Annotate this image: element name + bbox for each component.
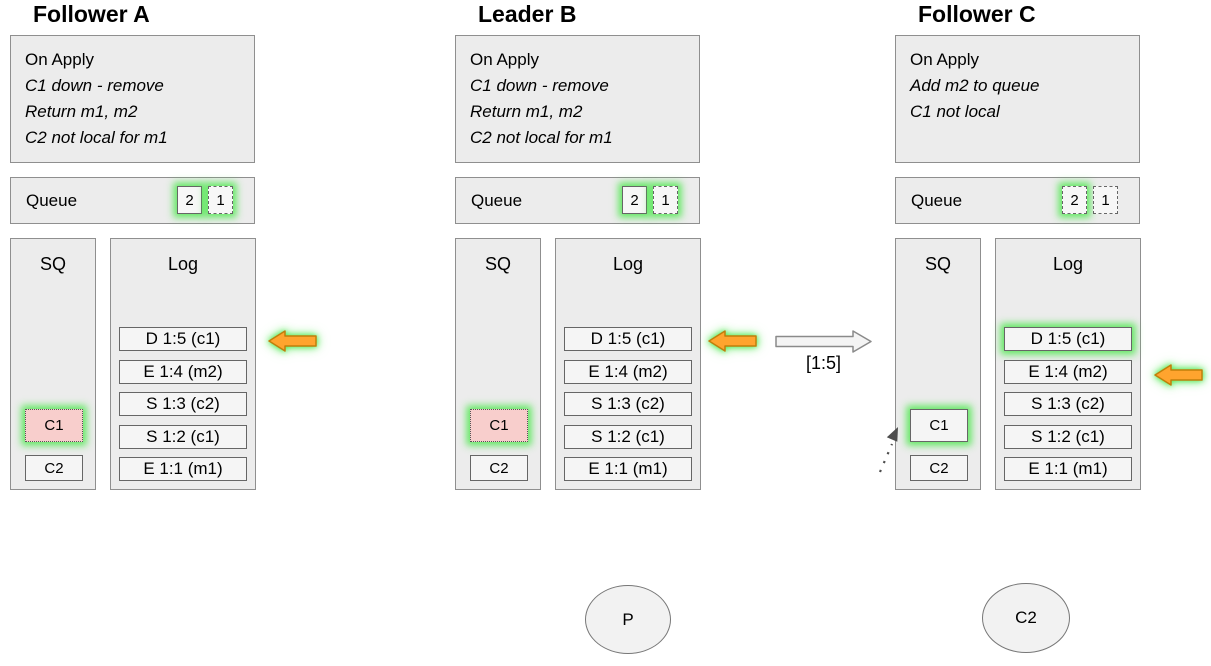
sq-item-c1: C1: [470, 409, 528, 442]
sq-heading: SQ: [924, 254, 951, 274]
log-entry: S 1:2 (c1): [564, 424, 692, 449]
orange-left-arrow-icon: [268, 330, 317, 352]
log-entries: D 1:5 (c1) E 1:4 (m2) S 1:3 (c2) S 1:2 (…: [564, 327, 692, 490]
sq-item-c1: C1: [910, 409, 968, 442]
queue-item: 2: [1062, 186, 1087, 214]
orange-left-arrow-icon: [708, 330, 757, 352]
queue-box: Queue 2 1: [455, 177, 700, 224]
log-entry: D 1:5 (c1): [564, 327, 692, 351]
log-entry: E 1:4 (m2): [119, 359, 247, 384]
log-entry: S 1:3 (c2): [119, 392, 247, 416]
sq-item-c2: C2: [470, 455, 528, 481]
sq-box: SQ C1 C2: [455, 238, 541, 490]
queue-label: Queue: [471, 190, 523, 210]
log-entry: S 1:3 (c2): [1004, 392, 1132, 416]
on-apply-line: C2 not local for m1: [470, 128, 613, 147]
producer-node: P: [585, 585, 671, 654]
log-entry: S 1:2 (c1): [1004, 424, 1132, 449]
log-heading: Log: [612, 254, 644, 274]
column-title: Follower A: [33, 1, 150, 27]
sq-item-c2: C2: [910, 455, 968, 481]
on-apply-header: On Apply: [910, 50, 979, 69]
column-title: Leader B: [478, 1, 577, 27]
on-apply-line: Return m1, m2: [470, 102, 583, 121]
on-apply-box: On Apply C1 down - remove Return m1, m2 …: [10, 35, 255, 163]
log-entry: E 1:1 (m1): [564, 457, 692, 481]
log-entry: S 1:2 (c1): [119, 424, 247, 449]
log-heading: Log: [1052, 254, 1084, 274]
log-entry: E 1:1 (m1): [119, 457, 247, 481]
log-box: Log D 1:5 (c1) E 1:4 (m2) S 1:3 (c2) S 1…: [555, 238, 701, 490]
queue-box: Queue 2 1: [10, 177, 255, 224]
log-entry: S 1:3 (c2): [564, 392, 692, 416]
queue-item: 1: [1093, 186, 1118, 214]
sq-heading: SQ: [484, 254, 511, 274]
on-apply-box: On Apply C1 down - remove Return m1, m2 …: [455, 35, 700, 163]
on-apply-line: C1 not local: [910, 102, 1000, 121]
sq-heading: SQ: [39, 254, 66, 274]
log-entry: E 1:4 (m2): [1004, 359, 1132, 384]
on-apply-line: C2 not local for m1: [25, 128, 168, 147]
sq-item-c1: C1: [25, 409, 83, 442]
on-apply-header: On Apply: [470, 50, 539, 69]
log-entries: D 1:5 (c1) E 1:4 (m2) S 1:3 (c2) S 1:2 (…: [1004, 327, 1132, 490]
queue-item: 1: [653, 186, 678, 214]
log-entry: E 1:1 (m1): [1004, 457, 1132, 481]
log-entry: D 1:5 (c1): [1004, 327, 1132, 351]
replication-arrow-icon: [775, 330, 872, 353]
queue-item: 2: [177, 186, 202, 214]
log-box: Log D 1:5 (c1) E 1:4 (m2) S 1:3 (c2) S 1…: [995, 238, 1141, 490]
queue-label: Queue: [911, 190, 963, 210]
sq-box: SQ C1 C2: [895, 238, 981, 490]
on-apply-line: Add m2 to queue: [910, 76, 1040, 95]
sq-box: SQ C1 C2: [10, 238, 96, 490]
panel-follower-a: Follower A On Apply C1 down - remove Ret…: [10, 0, 257, 520]
queue-label: Queue: [26, 190, 78, 210]
panel-leader-b: Leader B On Apply C1 down - remove Retur…: [455, 0, 702, 520]
sq-item-c2: C2: [25, 455, 83, 481]
orange-left-arrow-icon: [1154, 364, 1203, 386]
log-entry: E 1:4 (m2): [564, 359, 692, 384]
panel-follower-c: Follower C On Apply Add m2 to queue C1 n…: [895, 0, 1142, 520]
on-apply-header: On Apply: [25, 50, 94, 69]
on-apply-box: On Apply Add m2 to queue C1 not local: [895, 35, 1140, 163]
consumer-c2-node: C2: [982, 583, 1070, 653]
queue-box: Queue 2 1: [895, 177, 1140, 224]
column-title: Follower C: [918, 1, 1036, 27]
queue-item: 2: [622, 186, 647, 214]
log-entry: D 1:5 (c1): [119, 327, 247, 351]
on-apply-line: C1 down - remove: [470, 76, 609, 95]
log-heading: Log: [167, 254, 199, 274]
log-entries: D 1:5 (c1) E 1:4 (m2) S 1:3 (c2) S 1:2 (…: [119, 327, 247, 490]
dotted-arrow-icon: [878, 427, 898, 473]
replication-range-label: [1:5]: [805, 353, 842, 373]
on-apply-line: C1 down - remove: [25, 76, 164, 95]
log-box: Log D 1:5 (c1) E 1:4 (m2) S 1:3 (c2) S 1…: [110, 238, 256, 490]
queue-item: 1: [208, 186, 233, 214]
on-apply-line: Return m1, m2: [25, 102, 138, 121]
